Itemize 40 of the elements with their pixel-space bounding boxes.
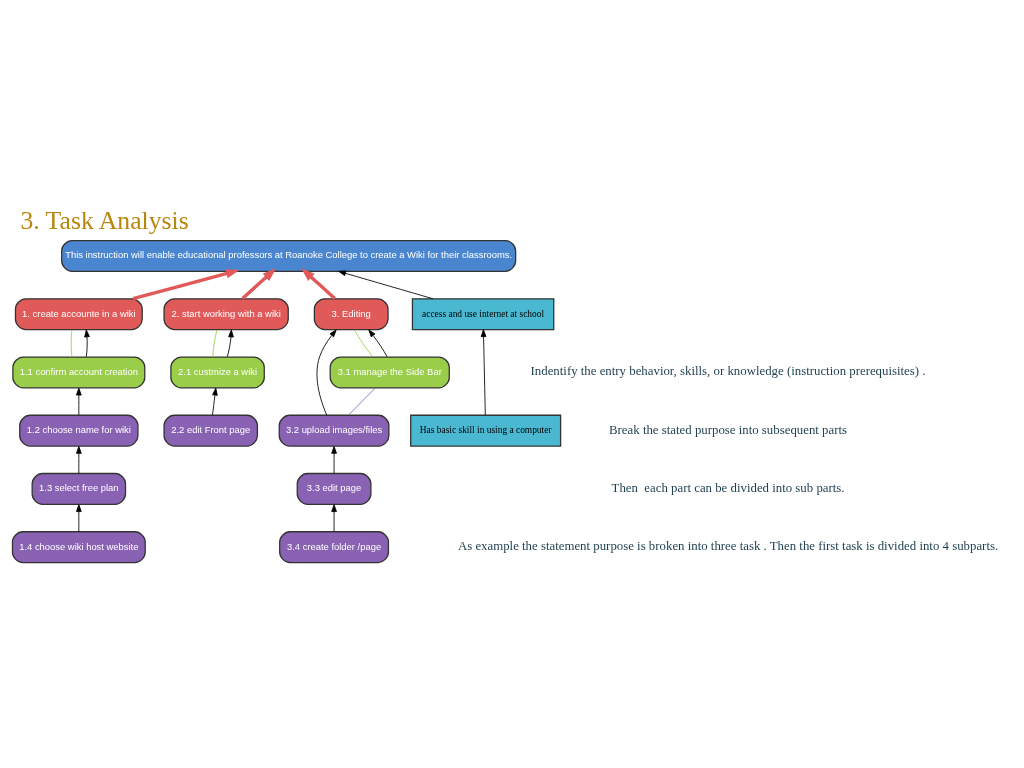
arrow [212,387,218,416]
node-box: 1.3 select free plan [31,472,127,505]
connector [348,387,376,416]
node-box: 3.4 create folder /page [279,531,390,564]
node-box: 3.1 manage the Side Bar [329,356,450,389]
label: Then each part can be divided into sub parts. [611,480,845,495]
node-box: Has basic skill in using a computer [410,414,562,447]
node-box: 3.2 upload images/files [278,414,390,447]
node-box: 3. Editing [313,298,389,331]
node-box: 1. create accounte in a wiki [14,298,143,331]
arrow [331,504,337,532]
arrow [316,329,337,416]
label: Break the stated purpose into subsequent parts [609,422,848,437]
label: Indentify the entry behavior, skills, or knowledge (instruction prerequisites) . [530,364,926,379]
arrow [76,504,82,532]
node-box: 2. start working with a wiki [163,298,289,331]
node-box: 1.1 confirm account creation [12,356,146,389]
connector [70,329,73,358]
arrow [338,270,434,300]
node-box: 1.2 choose name for wiki [19,414,139,447]
arrow [331,446,337,474]
arrow [76,446,82,474]
node-box: This instruction will enable educational professors at Roanoke College to create a Wiki for their classrooms. [61,239,517,272]
node-box: 2.1 custmize a wiki [170,356,265,389]
label: As example the statement purpose is broken into three task . Then the first task is divided into 4 subparts. [457,539,999,554]
arrow [368,329,388,358]
arrow [301,268,336,300]
arrow [480,329,487,416]
arrow [84,329,90,358]
connector [354,329,374,358]
node-box: 2.2 edit Front page [163,414,259,447]
arrow [226,329,234,358]
arrow [132,268,240,301]
node-box: 3.3 edit page [296,472,372,505]
connector [212,329,218,358]
arrow [241,268,277,300]
node-box: access and use internet at school [411,298,555,331]
diagram-title: 3. Task Analysis [20,206,189,236]
node-box: 1.4 choose wiki host website [11,531,146,564]
arrow [76,387,82,416]
